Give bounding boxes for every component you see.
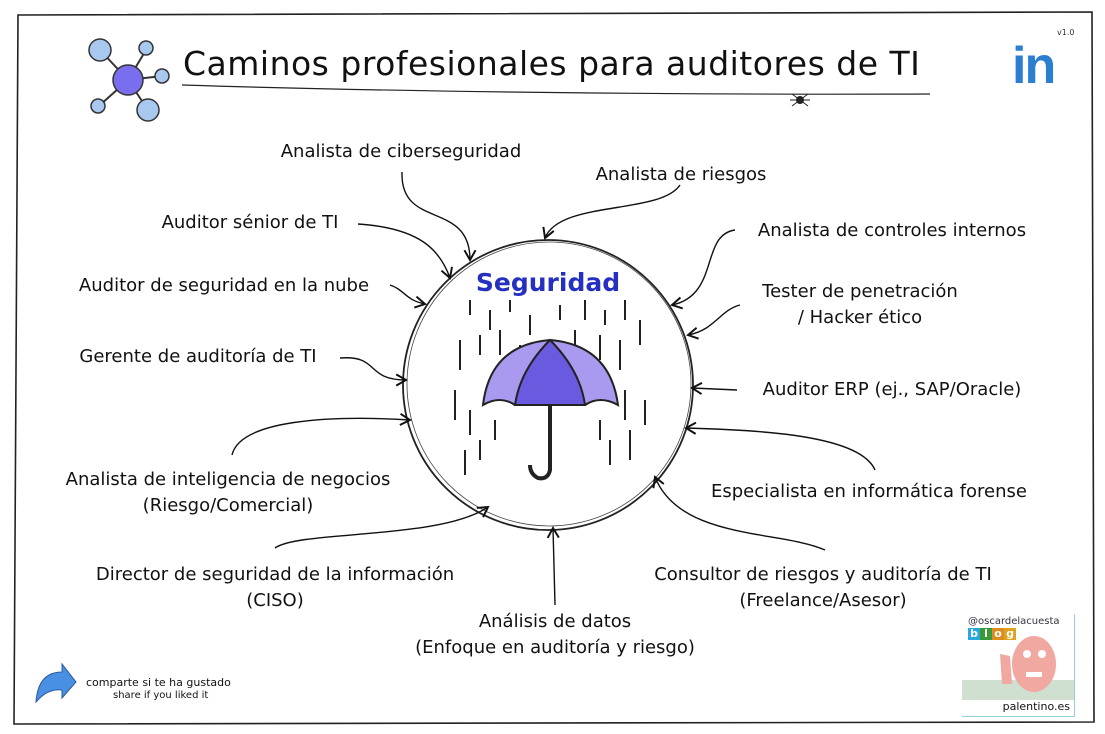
linkedin-icon[interactable]: in bbox=[1012, 37, 1056, 95]
career-senior: Auditor sénior de TI bbox=[161, 212, 339, 233]
career-consultor: Consultor de riesgos y auditoría de TI(F… bbox=[654, 564, 992, 611]
career-datos: Análisis de datos(Enfoque en auditoría y… bbox=[415, 611, 695, 658]
career-ciberseguridad: Analista de ciberseguridad bbox=[280, 141, 522, 162]
share-arrow-icon bbox=[35, 662, 77, 704]
blog-handle: @oscardelacuesta bbox=[968, 616, 1060, 627]
page-title: Caminos profesionales para auditores de … bbox=[183, 44, 921, 83]
career-ciso: Director de seguridad de la información(… bbox=[95, 564, 455, 611]
career-nube: Auditor de seguridad en la nube bbox=[78, 275, 370, 296]
rain-icon bbox=[454, 300, 646, 475]
umbrella-icon bbox=[481, 338, 620, 481]
center-label: Seguridad bbox=[475, 268, 621, 297]
share-text-es[interactable]: comparte si te ha gustado bbox=[86, 676, 231, 689]
career-erp: Auditor ERP (ej., SAP/Oracle) bbox=[762, 379, 1022, 400]
career-bi: Analista de inteligencia de negocios(Rie… bbox=[65, 469, 391, 516]
avatar bbox=[962, 636, 1074, 700]
career-riesgos: Analista de riesgos bbox=[595, 164, 767, 185]
career-gerente: Gerente de auditoría de TI bbox=[79, 346, 317, 367]
career-controles: Analista de controles internos bbox=[757, 220, 1027, 241]
spider-icon bbox=[790, 93, 810, 107]
blog-badge[interactable]: @oscardelacuesta b l o g palentino.es bbox=[962, 614, 1075, 717]
version-label: v1.0 bbox=[1057, 28, 1075, 37]
connector-arrows bbox=[231, 171, 876, 606]
share-text-en[interactable]: share if you liked it bbox=[113, 690, 209, 701]
career-tester: Tester de penetración/ Hacker ético bbox=[762, 281, 958, 328]
career-forense: Especialista en informática forense bbox=[711, 481, 1027, 502]
network-logo-icon bbox=[88, 38, 170, 122]
blog-logo: b l o g bbox=[968, 628, 1016, 640]
blog-site: palentino.es bbox=[1002, 700, 1070, 713]
